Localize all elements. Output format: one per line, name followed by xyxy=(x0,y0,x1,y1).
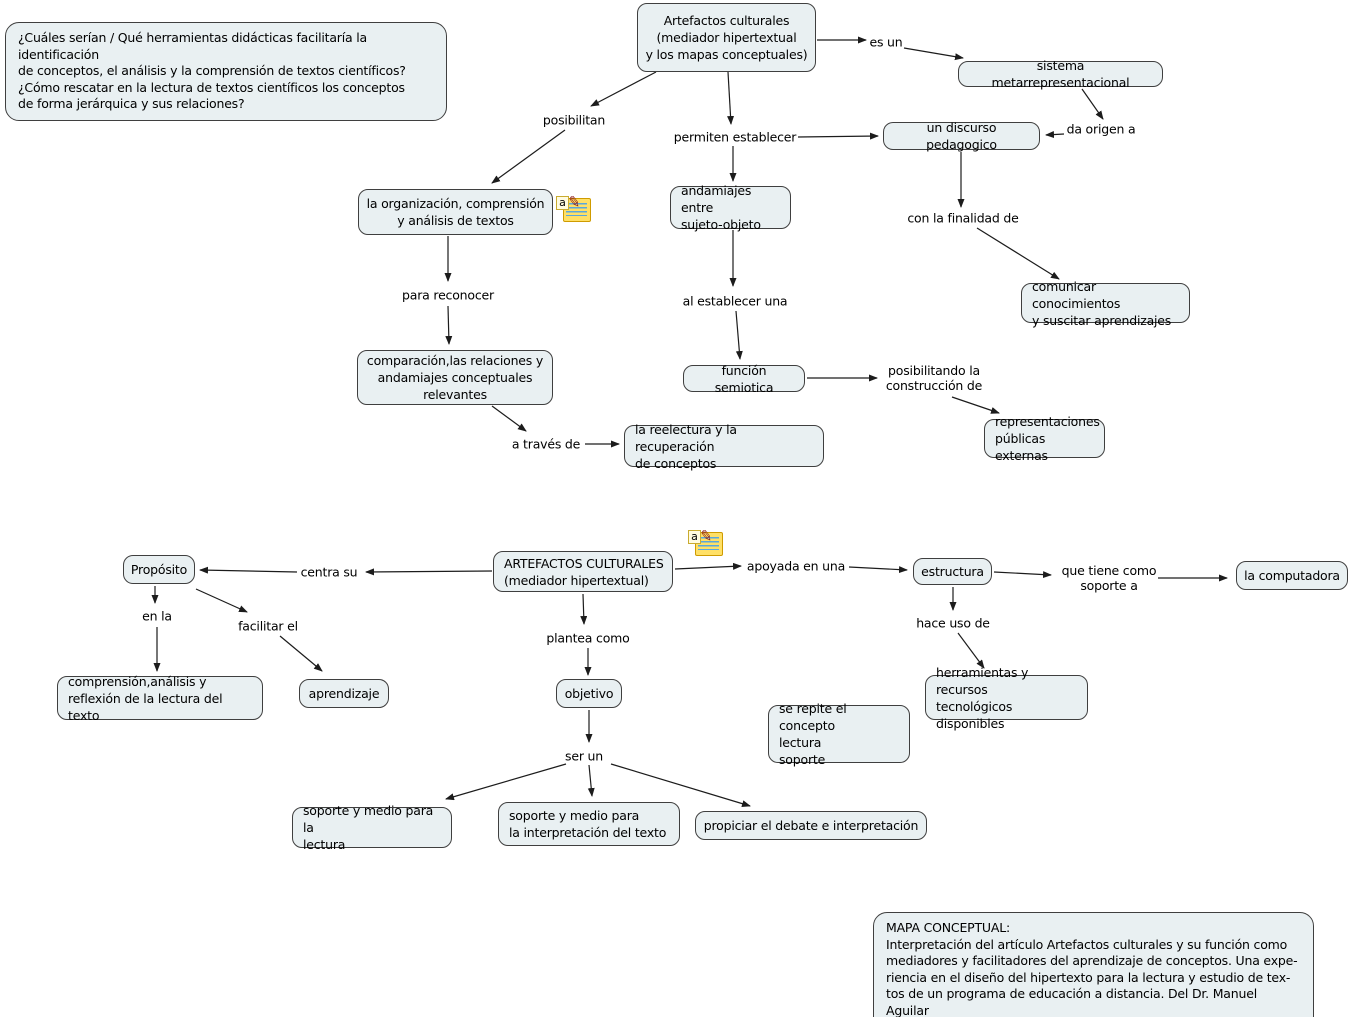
note-lines xyxy=(566,203,587,216)
concept-aprendizaje[interactable]: aprendizaje xyxy=(299,679,389,708)
edge-arrow xyxy=(797,132,879,140)
concept-comparacion-relaciones[interactable]: comparación,las relaciones y andamiajes … xyxy=(357,350,553,405)
edge-arrow xyxy=(1081,88,1104,120)
note-lines xyxy=(698,537,719,550)
edge-arrow xyxy=(445,305,453,345)
edge-arrow xyxy=(903,47,964,61)
link-label-al-establecer-una[interactable]: al establecer una xyxy=(682,293,788,309)
pencil-icon: ✎ xyxy=(566,192,582,212)
edge-arrow xyxy=(199,566,298,574)
concept-comunicar-conocimientos[interactable]: comunicar conocimientos y suscitar apren… xyxy=(1021,279,1190,328)
edge-arrow xyxy=(580,593,588,625)
note-annotation-icon[interactable]: ✎a xyxy=(556,192,592,223)
link-label-a-traves-de[interactable]: a través de xyxy=(511,436,581,452)
edge-arrow xyxy=(491,405,527,432)
link-label-que-tiene-como-soporte-a[interactable]: que tiene como soporte a xyxy=(1061,563,1157,593)
edge-arrow xyxy=(957,632,985,669)
link-label-permiten-establecer[interactable]: permiten establecer xyxy=(673,129,797,145)
edge-arrow xyxy=(590,71,657,107)
edge-arrow xyxy=(445,763,567,801)
link-label-hace-uso-de[interactable]: hace uso de xyxy=(916,615,990,631)
pencil-icon: ✎ xyxy=(698,526,714,546)
edge-arrow xyxy=(1045,131,1065,139)
link-label-para-reconocer[interactable]: para reconocer xyxy=(402,287,494,303)
edge-arrow xyxy=(848,566,908,574)
note-annotation-icon[interactable]: ✎a xyxy=(688,526,724,557)
concept-artefactos-culturales-hipertextual[interactable]: ARTEFACTOS CULTURALES (mediador hipertex… xyxy=(493,551,673,592)
concept-sistema-metarrepresentacional[interactable]: sistema metarrepresentacional xyxy=(958,58,1163,90)
concept-soporte-medio-interpretacion[interactable]: soporte y medio para la interpretación d… xyxy=(498,802,680,846)
annotation-letter-badge: a xyxy=(688,530,701,544)
link-label-es-un[interactable]: es un xyxy=(869,34,903,50)
concept-proposito[interactable]: Propósito xyxy=(123,555,195,584)
edge-arrow xyxy=(993,571,1052,579)
link-label-en-la[interactable]: en la xyxy=(142,608,172,624)
link-label-facilitar-el[interactable]: facilitar el xyxy=(238,618,298,634)
concept-la-computadora[interactable]: la computadora xyxy=(1236,561,1348,590)
edge-arrow xyxy=(976,227,1060,280)
link-label-con-la-finalidad-de[interactable]: con la finalidad de xyxy=(907,210,1019,226)
edge-arrow xyxy=(279,635,323,672)
edge-arrow xyxy=(491,129,566,184)
link-label-posibilitan[interactable]: posibilitan xyxy=(542,112,606,128)
edge-arrow xyxy=(610,763,751,808)
edge-arrow xyxy=(195,588,248,613)
concept-organizacion-comprension-analisis[interactable]: la organización, comprensión y análisis … xyxy=(358,189,553,235)
concept-soporte-medio-lectura[interactable]: soporte y medio para la lectura xyxy=(292,803,452,852)
concept-herramientas-recursos[interactable]: herramientas y recursos tecnológicos dis… xyxy=(925,665,1088,731)
concept-estructura[interactable]: estructura xyxy=(913,558,992,585)
concept-andamiajes-sujeto-objeto[interactable]: andamiajes entre sujeto-objeto xyxy=(670,183,791,232)
edge-arrow xyxy=(674,562,742,570)
concept-propiciar-debate[interactable]: propiciar el debate e interpretación xyxy=(695,811,927,840)
concept-representaciones-publicas[interactable]: representaciones públicas externas xyxy=(984,414,1105,463)
edge-arrow xyxy=(365,568,493,576)
edge-arrow xyxy=(951,396,1000,414)
concept-comprension-analisis-reflexion[interactable]: comprensión,análisis y reflexión de la l… xyxy=(57,674,263,723)
concept-artefactos-culturales-mapas[interactable]: Artefactos culturales (mediador hipertex… xyxy=(637,3,816,72)
concept-un-discurso-pedagogico[interactable]: un discurso pedagogico xyxy=(883,120,1040,152)
focus-question-note[interactable]: ¿Cuáles serían / Qué herramientas didáct… xyxy=(5,22,447,121)
link-label-apoyada-en-una[interactable]: apoyada en una xyxy=(746,558,846,574)
concept-se-repite-el-concepto[interactable]: se repite el concepto lectura soporte xyxy=(768,701,910,767)
link-label-centra-su[interactable]: centra su xyxy=(300,564,358,580)
concept-funcion-semiotica[interactable]: función semiotica xyxy=(683,363,805,395)
link-label-ser-un[interactable]: ser un xyxy=(565,748,603,764)
edge-arrow xyxy=(727,71,735,125)
edge-arrow xyxy=(735,310,743,360)
map-description-note[interactable]: MAPA CONCEPTUAL: Interpretación del artí… xyxy=(873,912,1314,1017)
concept-objetivo[interactable]: objetivo xyxy=(556,679,622,708)
edge-arrow xyxy=(587,764,595,797)
annotation-letter-badge: a xyxy=(556,196,569,210)
concept-reelectura-recuperacion[interactable]: la reelectura y la recuperación de conce… xyxy=(624,422,824,471)
link-label-plantea-como[interactable]: plantea como xyxy=(546,630,630,646)
link-label-da-origen-a[interactable]: da origen a xyxy=(1066,121,1136,137)
link-label-posibilitando-la-construccion[interactable]: posibilitando la construcción de xyxy=(885,363,983,393)
